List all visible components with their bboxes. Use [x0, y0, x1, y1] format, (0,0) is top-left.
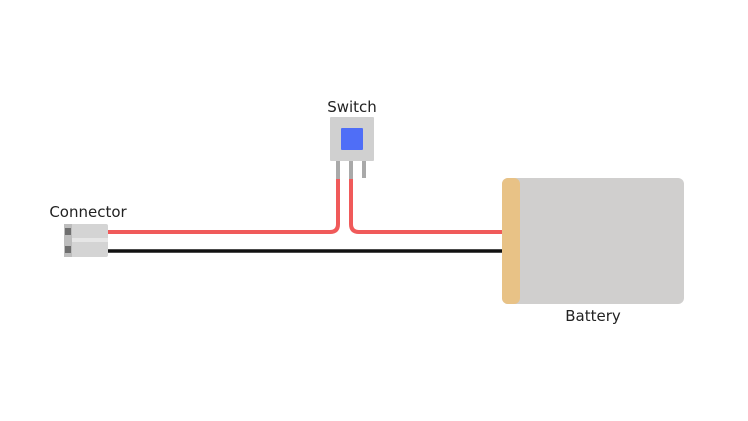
- battery-body: [502, 178, 684, 304]
- switch-pin: [336, 161, 340, 179]
- switch: Switch: [327, 98, 377, 179]
- connector-terminal: [65, 246, 71, 253]
- switch-label: Switch: [327, 98, 377, 116]
- positive-wire-to-switch: [106, 178, 340, 234]
- connector-label: Connector: [49, 203, 127, 221]
- connector-terminal: [65, 228, 71, 235]
- connector: Connector: [49, 203, 128, 257]
- connector-divider: [64, 238, 108, 242]
- switch-button[interactable]: [341, 128, 363, 150]
- switch-pin: [349, 161, 353, 179]
- battery-terminal-strip: [502, 178, 520, 304]
- battery: Battery: [502, 178, 684, 325]
- battery-label: Battery: [565, 307, 621, 325]
- connector-side: [64, 224, 72, 257]
- switch-pin: [362, 161, 366, 178]
- positive-wire-to-battery: [349, 178, 503, 234]
